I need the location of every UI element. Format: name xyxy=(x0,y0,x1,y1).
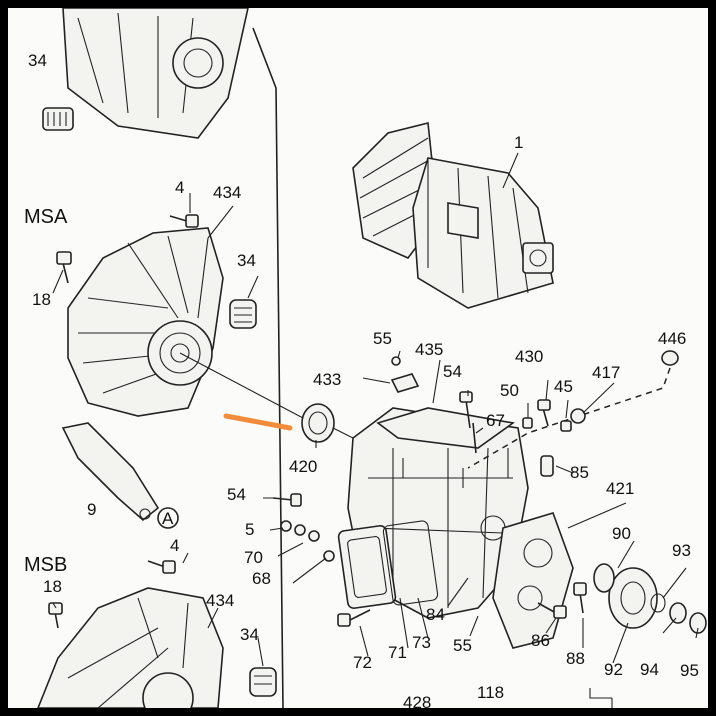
callout-34-top: 34 xyxy=(28,51,47,70)
callout-446: 446 xyxy=(658,329,686,348)
group-label-msa: MSA xyxy=(24,206,68,228)
release-fork-9 xyxy=(61,422,160,522)
callout-72: 72 xyxy=(353,653,372,672)
bolt-4-msb xyxy=(147,560,176,574)
callout-85: 85 xyxy=(570,463,589,482)
callout-92: 92 xyxy=(604,660,623,679)
mount-pad-top xyxy=(42,107,74,131)
oil-seal-420 xyxy=(301,403,335,443)
callout-55-bottom: 55 xyxy=(453,636,472,655)
plug-68 xyxy=(323,550,335,562)
group-label-msb: MSB xyxy=(24,554,67,576)
nut-45 xyxy=(560,420,572,432)
stud-67 xyxy=(472,422,477,454)
callout-73: 73 xyxy=(412,633,431,652)
callout-84: 84 xyxy=(426,605,445,624)
callout-18-msb: 18 xyxy=(43,577,62,596)
plate-433 xyxy=(390,373,420,393)
callout-55-top: 55 xyxy=(373,329,392,348)
callout-428: 428 xyxy=(403,693,431,708)
callout-434-msb: 434 xyxy=(206,591,234,610)
washer-94 xyxy=(669,602,687,624)
bracket-92 xyxy=(589,688,613,708)
callout-18-msa: 18 xyxy=(32,290,51,309)
breather-50 xyxy=(522,417,533,429)
callout-420: 420 xyxy=(289,457,317,476)
callout-434-msa: 434 xyxy=(213,183,241,202)
gasket-73 xyxy=(382,520,439,606)
mount-pad-msb xyxy=(249,667,277,697)
callout-34-msa: 34 xyxy=(237,251,256,270)
callout-430: 430 xyxy=(515,347,543,366)
o-ring-93 xyxy=(650,593,666,613)
bolt-430 xyxy=(537,399,551,427)
circle-a-marker xyxy=(157,507,179,529)
bolt-54-left xyxy=(272,493,302,507)
callout-1: 1 xyxy=(514,133,523,152)
bolt-72 xyxy=(337,609,371,627)
callout-a: A xyxy=(162,509,174,528)
bolt-86 xyxy=(537,602,567,619)
callout-4-msa: 4 xyxy=(175,178,184,197)
callout-67: 67 xyxy=(486,411,505,430)
callout-5: 5 xyxy=(245,520,254,539)
bell-housing-msb xyxy=(37,587,224,708)
rear-plate-421 xyxy=(492,512,574,649)
shift-axis-line xyxy=(467,367,671,469)
bell-housing-top xyxy=(62,8,249,139)
transmission-assembly xyxy=(352,122,554,309)
switch-85 xyxy=(540,455,554,477)
plug-446 xyxy=(661,350,679,366)
callout-71: 71 xyxy=(388,643,407,662)
callout-86: 86 xyxy=(531,631,550,650)
callout-90: 90 xyxy=(612,524,631,543)
nut-417 xyxy=(570,408,586,424)
seal-axis-line xyxy=(179,352,354,439)
callout-421: 421 xyxy=(606,479,634,498)
callout-435: 435 xyxy=(415,340,443,359)
nut-95 xyxy=(689,612,707,634)
callout-93: 93 xyxy=(672,541,691,560)
callout-433: 433 xyxy=(313,370,341,389)
callout-54-top: 54 xyxy=(443,362,462,381)
callout-70: 70 xyxy=(244,548,263,567)
divider-line xyxy=(252,27,284,708)
callout-50: 50 xyxy=(500,381,519,400)
diagram-svg: MSA MSB 34 1 4 434 34 18 55 435 430 446 … xyxy=(24,8,707,708)
exploded-parts-diagram: MSA MSB 34 1 4 434 34 18 55 435 430 446 … xyxy=(8,8,708,708)
callout-34-msb: 34 xyxy=(240,625,259,644)
bolt-88 xyxy=(573,582,587,614)
callout-88: 88 xyxy=(566,649,585,668)
bell-housing-msa xyxy=(67,227,224,417)
side-cover-71 xyxy=(337,525,397,609)
callout-417: 417 xyxy=(592,363,620,382)
washer-5 xyxy=(280,520,292,532)
callout-95: 95 xyxy=(680,661,699,680)
callout-4-msb: 4 xyxy=(170,536,179,555)
flange-92 xyxy=(593,563,658,629)
callout-118: 118 xyxy=(477,683,504,702)
pin-55-top xyxy=(391,356,401,366)
callout-94: 94 xyxy=(640,660,659,679)
bolt-18-msa xyxy=(56,251,72,284)
callout-68: 68 xyxy=(252,569,271,588)
bolt-18-msb xyxy=(48,602,63,629)
gearbox-case xyxy=(347,407,529,619)
mount-pad-msa xyxy=(229,299,257,329)
callout-9: 9 xyxy=(87,500,96,519)
highlight-marker xyxy=(223,413,293,431)
callout-45: 45 xyxy=(554,377,573,396)
bolt-54-top xyxy=(459,391,473,429)
callout-54-left: 54 xyxy=(227,485,246,504)
nut-70 xyxy=(294,524,320,542)
bolt-4-msa xyxy=(169,214,199,228)
leader-lines xyxy=(52,152,699,667)
